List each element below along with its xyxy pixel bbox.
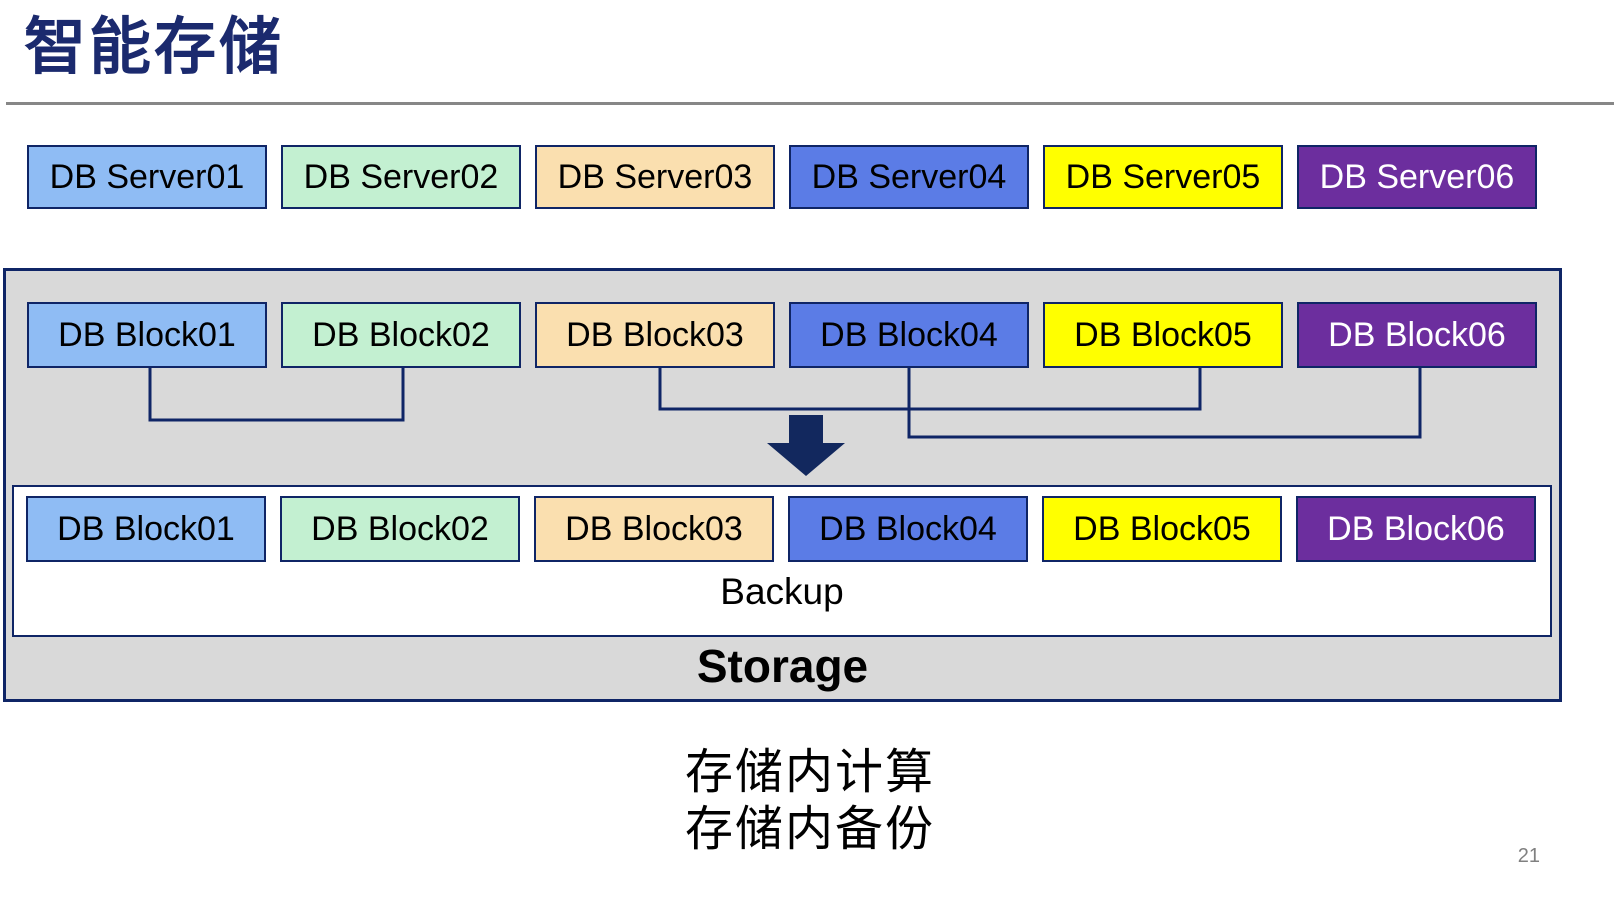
db-block-backup-box: DB Block06 — [1296, 496, 1536, 562]
db-server-box: DB Server01 — [27, 145, 267, 209]
db-block-backup-box: DB Block05 — [1042, 496, 1282, 562]
db-block-box: DB Block04 — [789, 302, 1029, 368]
db-block-backup-box: DB Block01 — [26, 496, 266, 562]
db-block-box: DB Block01 — [27, 302, 267, 368]
db-block-box: DB Block06 — [1297, 302, 1537, 368]
storage-label: Storage — [696, 640, 869, 692]
db-block-backup-box: DB Block02 — [280, 496, 520, 562]
backup-label: Backup — [720, 571, 844, 612]
db-block-backup-box: DB Block04 — [788, 496, 1028, 562]
caption-line-compute: 存储内计算 — [684, 746, 935, 799]
db-block-box: DB Block05 — [1043, 302, 1283, 368]
db-block-backup-box: DB Block03 — [534, 496, 774, 562]
db-block-box: DB Block03 — [535, 302, 775, 368]
db-server-box: DB Server06 — [1297, 145, 1537, 209]
db-server-box: DB Server04 — [789, 145, 1029, 209]
db-server-box: DB Server03 — [535, 145, 775, 209]
title-underline — [6, 102, 1614, 105]
db-server-box: DB Server05 — [1043, 145, 1283, 209]
slide-title: 智能存储 — [24, 13, 285, 82]
page-number: 21 — [1517, 845, 1540, 867]
db-block-box: DB Block02 — [281, 302, 521, 368]
caption-line-backup: 存储内备份 — [684, 803, 935, 856]
db-server-box: DB Server02 — [281, 145, 521, 209]
caption-block: 存储内计算 存储内备份 — [0, 744, 1620, 858]
